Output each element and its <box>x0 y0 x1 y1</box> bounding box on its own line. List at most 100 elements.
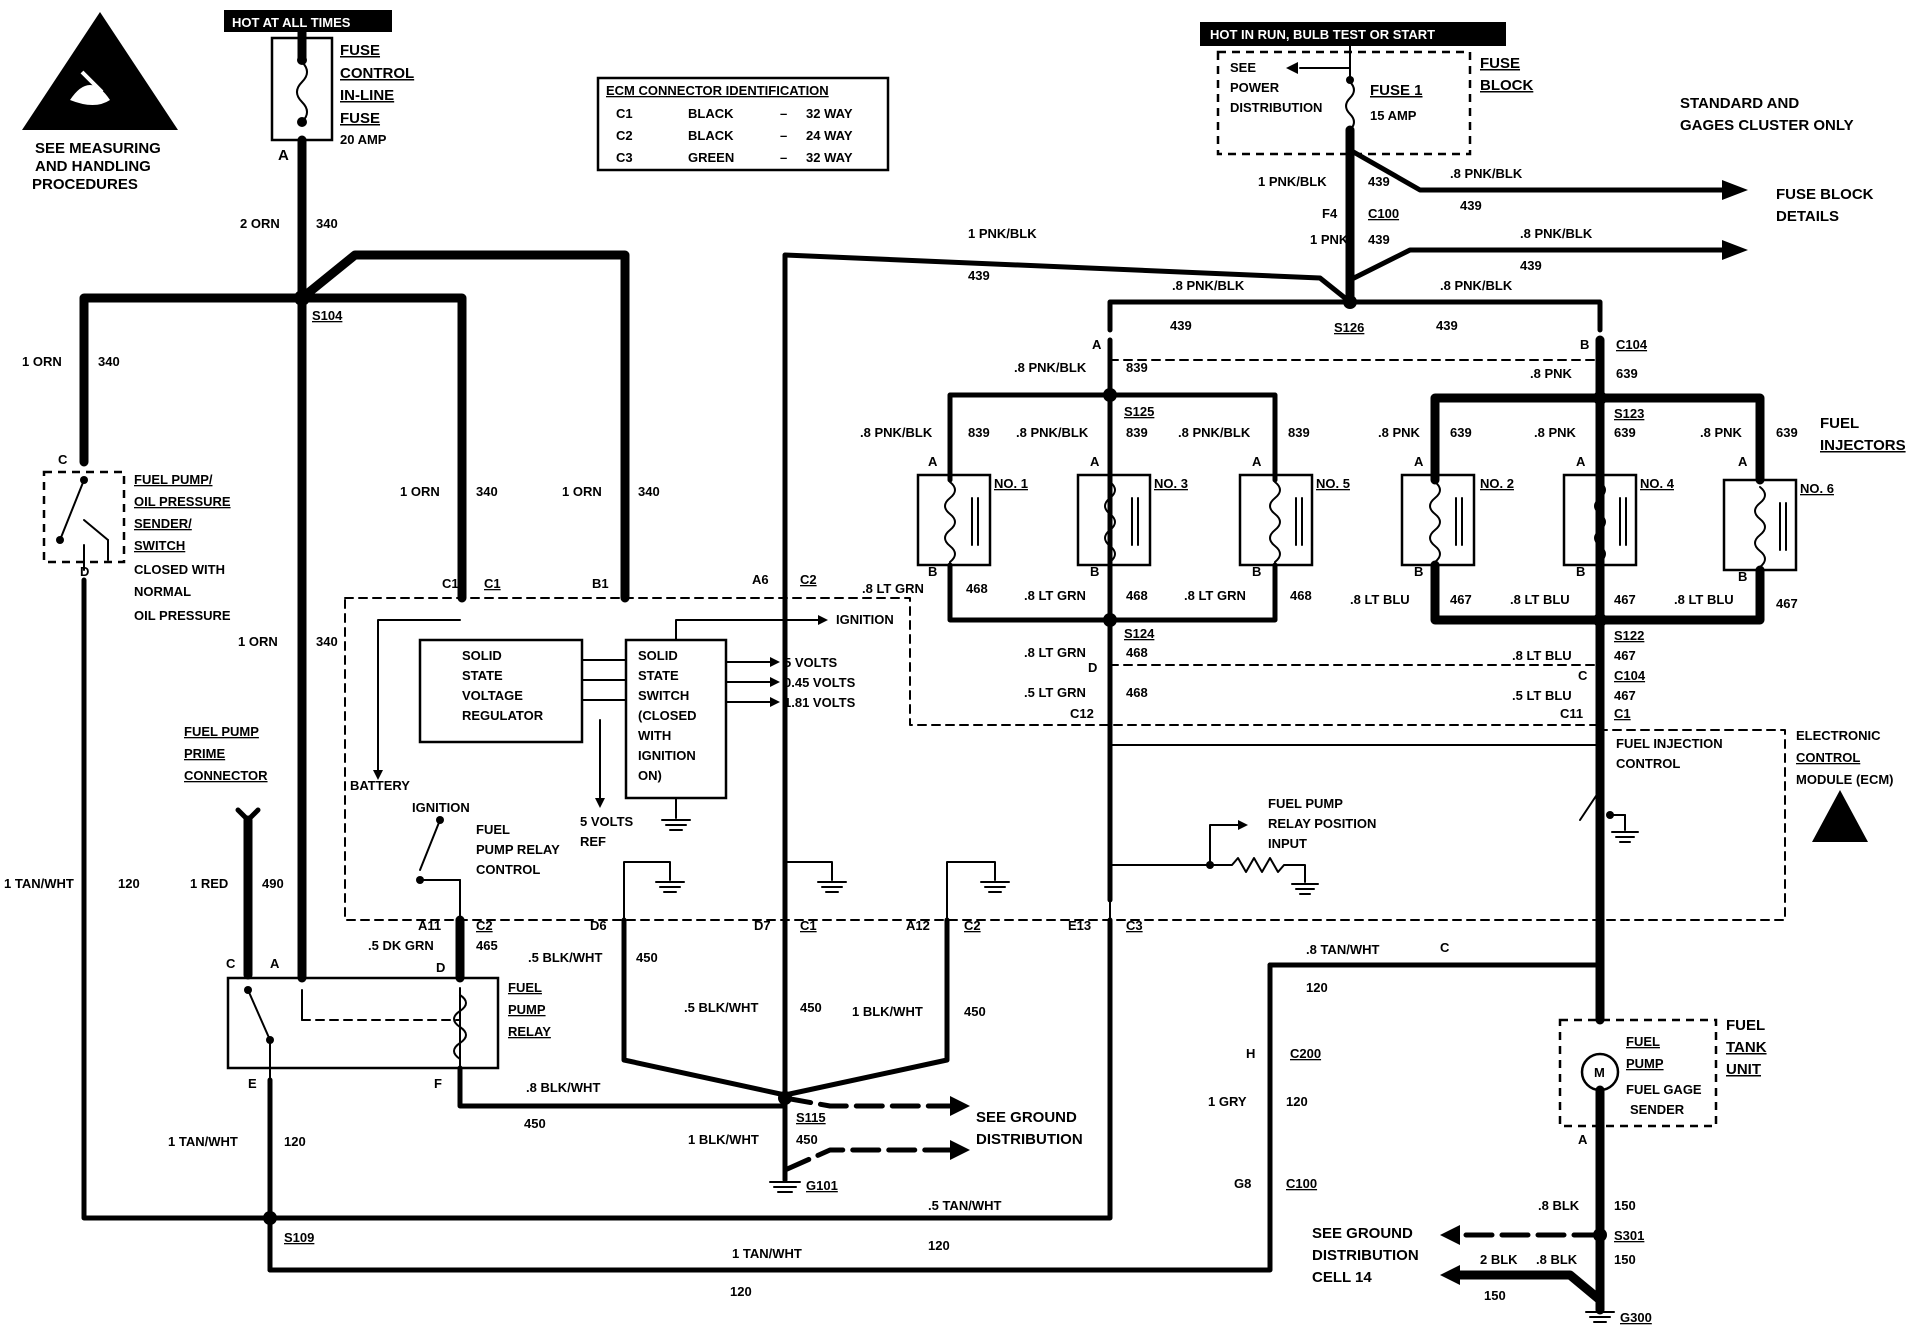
a12-label: A12 <box>906 918 930 933</box>
w42-circuit: 120 <box>1306 980 1328 995</box>
gnd-cell-1: SEE GROUND <box>1312 1225 1413 1242</box>
ecm-row3-ways: 32 WAY <box>806 150 853 165</box>
see-power-1: SEE <box>1230 60 1256 75</box>
w13-circuit: 839 <box>1126 360 1148 375</box>
w27-circuit: 468 <box>1126 645 1148 660</box>
w23-label: .8 LT GRN <box>1184 588 1246 603</box>
pump-label-1: FUEL <box>1626 1034 1660 1049</box>
w40-label: .5 TAN/WHT <box>928 1198 1001 1213</box>
c3-label: C3 <box>1126 918 1143 933</box>
w14-circuit: 639 <box>1616 366 1638 381</box>
sw-1: SOLID <box>638 648 678 663</box>
fuse-block-title-2: BLOCK <box>1480 77 1533 94</box>
w17-circuit: 839 <box>1288 425 1310 440</box>
ref-1: 5 VOLTS <box>580 814 634 829</box>
esd-text-2: AND HANDLING <box>35 158 151 175</box>
c104-pin-a: A <box>1092 337 1102 352</box>
gnd-cell-3: CELL 14 <box>1312 1269 1372 1286</box>
sw-pin-c: C <box>58 452 68 467</box>
w13-label: .8 PNK/BLK <box>1014 360 1087 375</box>
w22-label: .8 LT GRN <box>1024 588 1086 603</box>
ground-icon <box>980 881 1010 893</box>
w45-circuit: 150 <box>1614 1252 1636 1267</box>
w43-circuit: 120 <box>1286 1094 1308 1109</box>
fuse-icon <box>296 61 308 123</box>
fuse-1-icon <box>1345 81 1355 131</box>
w11-circuit: 439 <box>1170 318 1192 333</box>
gnd-cell-2: DISTRIBUTION <box>1312 1247 1419 1264</box>
f4-label: F4 <box>1322 206 1338 221</box>
w39-label: 1 TAN/WHT <box>168 1134 238 1149</box>
wire-120-oil <box>81 577 1113 1221</box>
d7-label: D7 <box>754 918 771 933</box>
oil-label-3: SENDER/ <box>134 516 192 531</box>
w43-label: 1 GRY <box>1208 1094 1247 1109</box>
fuse-details-2: DETAILS <box>1776 208 1839 225</box>
inj2-pin-b: B <box>1414 564 1423 579</box>
hot-run-header <box>1200 22 1506 46</box>
injectors-title-1: FUEL <box>1820 415 1859 432</box>
s124-label: S124 <box>1124 626 1155 641</box>
c104-pin-c: C <box>1578 668 1588 683</box>
g101-label: G101 <box>806 1178 838 1193</box>
c12-label: C12 <box>1070 706 1094 721</box>
w25-label: .8 LT BLU <box>1510 592 1570 607</box>
ground-icon <box>817 881 847 893</box>
c200-label: C200 <box>1290 1046 1321 1061</box>
hot-all-times-header <box>224 10 392 32</box>
w14-label: .8 PNK <box>1530 366 1573 381</box>
w35-circuit: 450 <box>800 1000 822 1015</box>
relay-ctrl-2: PUMP RELAY <box>476 842 560 857</box>
w1-circuit: 340 <box>316 216 338 231</box>
a6-label: A6 <box>752 572 769 587</box>
v045-label: 0.45 VOLTS <box>784 675 856 690</box>
injector-4: A B NO. 4 <box>1562 454 1675 579</box>
esd-text-1: SEE MEASURING <box>35 140 161 157</box>
c2c-label: C2 <box>964 918 981 933</box>
ecm-row2-ways: 24 WAY <box>806 128 853 143</box>
w34-circuit: 450 <box>636 950 658 965</box>
w19-label: .8 PNK <box>1534 425 1577 440</box>
w9-label: 1 PNK <box>1310 232 1349 247</box>
w21-label: .8 LT GRN <box>862 581 924 596</box>
inj1-label: NO. 1 <box>994 476 1028 491</box>
w15-label: .8 PNK/BLK <box>860 425 933 440</box>
w31-circuit: 120 <box>118 876 140 891</box>
w31-label: 1 TAN/WHT <box>4 876 74 891</box>
w17-label: .8 PNK/BLK <box>1178 425 1251 440</box>
tank-title-3: UNIT <box>1726 1061 1761 1078</box>
inj5-label: NO. 5 <box>1316 476 1350 491</box>
hot-all-times-text: HOT AT ALL TIMES <box>232 15 351 30</box>
w9-circuit: 439 <box>1368 232 1390 247</box>
w45-label: 2 BLK <box>1480 1252 1518 1267</box>
injectors-title-2: INJECTORS <box>1820 437 1906 454</box>
w19-circuit: 639 <box>1614 425 1636 440</box>
relay-control-switch <box>419 819 441 871</box>
w36-circuit: 450 <box>964 1004 986 1019</box>
relay-pin-d: D <box>436 960 445 975</box>
relay-ctrl-3: CONTROL <box>476 862 540 877</box>
inj3-label: NO. 3 <box>1154 476 1188 491</box>
oil-label-4: SWITCH <box>134 538 185 553</box>
fuse-details-1: FUSE BLOCK <box>1776 186 1874 203</box>
w23-circuit: 468 <box>1290 588 1312 603</box>
prime-3: CONNECTOR <box>184 768 268 783</box>
v181-label: 1.81 VOLTS <box>784 695 856 710</box>
oil-label-1: FUEL PUMP/ <box>134 472 213 487</box>
c104-pin-d: D <box>1088 660 1097 675</box>
relay-pin-a: A <box>270 956 280 971</box>
fuse-label-3: IN-LINE <box>340 87 394 104</box>
ignition2-label: IGNITION <box>412 800 470 815</box>
ecm-esd-icon <box>1812 790 1868 842</box>
w30-label: .5 LT BLU <box>1512 688 1572 703</box>
s123-label: S123 <box>1614 406 1644 421</box>
fpr-3: INPUT <box>1268 836 1307 851</box>
pump-pin-a: A <box>1578 1132 1588 1147</box>
injector-1: A B NO. 1 <box>916 454 1028 579</box>
std-cluster-2: GAGES CLUSTER ONLY <box>1680 117 1854 134</box>
inj3-pin-a: A <box>1090 454 1100 469</box>
c104b-label: C104 <box>1614 668 1646 683</box>
w33-label: .5 DK GRN <box>368 938 434 953</box>
w39-circuit: 120 <box>284 1134 306 1149</box>
w12-label: .8 PNK/BLK <box>1440 278 1513 293</box>
